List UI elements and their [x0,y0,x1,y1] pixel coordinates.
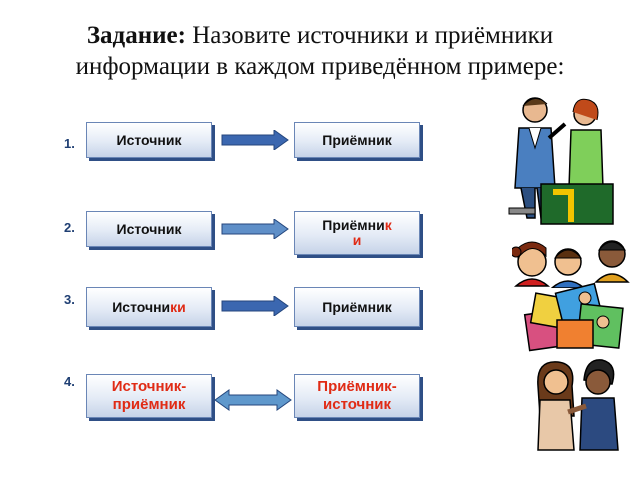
row-3-source-ending: ки [170,298,186,315]
row-3-number: 3. [64,292,75,307]
row-2-receiver-ending-k: к [384,217,392,233]
row-3-receiver-box: Приёмник [294,287,420,327]
row-1-source-label: Источник [116,131,182,148]
row-4-source-line2: приёмник [112,396,186,413]
girls-talking-illustration [537,359,619,451]
talking-people-illustration [508,97,614,225]
row-3-arrow-right-icon [221,296,289,316]
row-1-arrow-right-icon [221,130,289,150]
row-4-number: 4. [64,374,75,389]
row-4-receiver-box: Приёмник- источник [294,374,420,418]
task-text-line2: информации в каждом приведённом примере [75,53,558,80]
row-4-receiver-line2: источник [323,396,391,413]
row-2-number: 2. [64,220,75,235]
row-1-source-box: Источник [86,122,212,158]
row-4-source-box: Источник- приёмник [86,374,212,418]
row-2-receiver-ending-i: и [352,232,362,248]
magazines-pile-illustration [523,282,624,352]
row-2-receiver-box: Приёмник и [294,211,420,255]
row-3-source-label: Источни [112,298,171,315]
row-2-source-box: Источник [86,211,212,247]
children-group-illustration [512,240,630,288]
row-2-receiver-label: Приёмни [322,217,385,233]
row-2-source-label: Источник [116,220,182,237]
row-4-receiver-line1: Приёмник- [317,378,397,395]
row-1-receiver-label: Приёмник [322,131,392,148]
row-4-source-line1: Источник- [111,378,187,395]
row-4-double-arrow-icon [214,389,292,411]
task-label: Задание: [86,22,186,49]
row-3-receiver-label: Приёмник [322,298,392,315]
row-1-number: 1. [64,136,75,151]
task-text-line1: Назовите источники и приёмники [185,22,554,49]
task-title: Задание: Назовите источники и приёмники … [75,22,565,80]
row-1-receiver-box: Приёмник [294,122,420,158]
row-2-arrow-right-icon [221,219,289,239]
